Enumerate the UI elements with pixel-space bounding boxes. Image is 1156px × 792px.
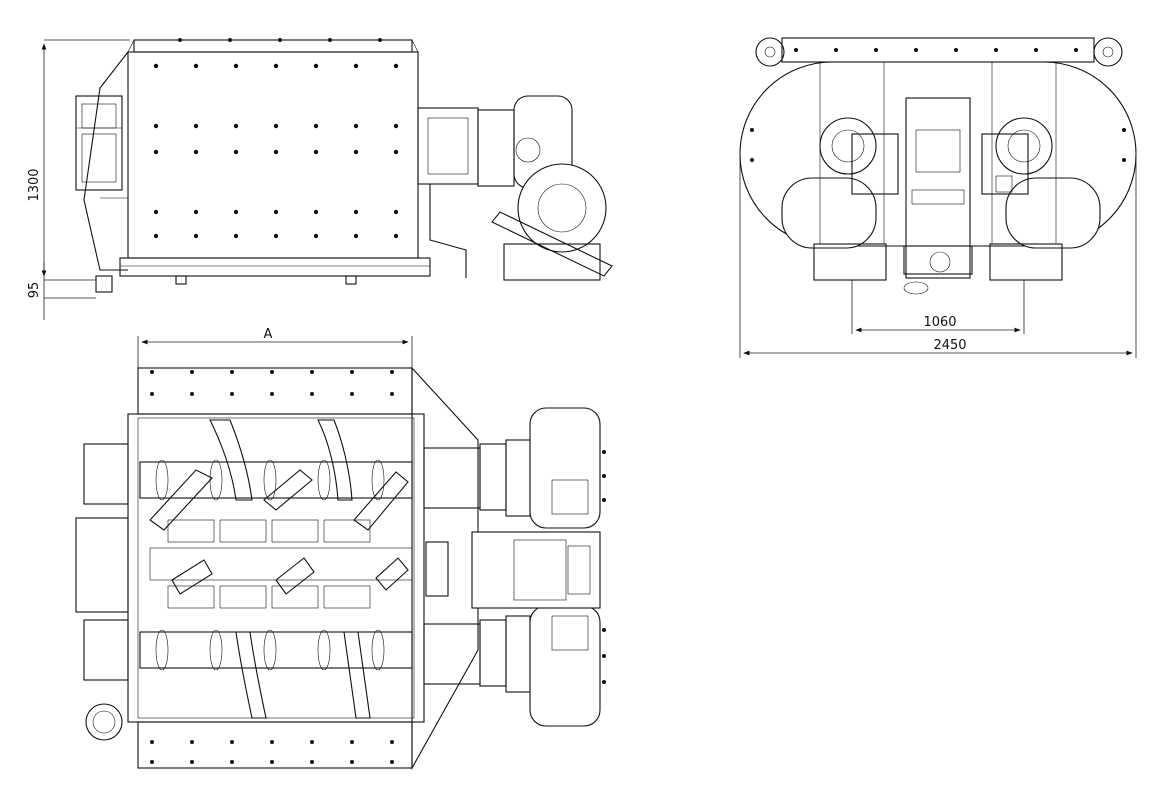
plan-left-unit-lower [83,619,129,681]
side-motor [517,163,607,253]
plan-bottom-end-plate [137,721,413,769]
plan-top-end-plate [137,367,413,415]
front-elevation-view: 1060 2450 [739,37,1137,358]
dim-label-1300: 1300 [27,168,42,201]
dim-label-A: A [264,327,273,342]
plan-cable-reel [85,703,123,741]
plan-motor-upper [529,407,601,529]
side-gearbox [417,107,479,185]
dim-label-2450: 2450 [933,338,966,353]
side-bolt-pattern [153,38,399,239]
front-bolt-pattern [750,48,1126,162]
front-central-gearbox [905,97,971,279]
dim-label-1060: 1060 [923,315,956,330]
front-right-cylinder [1005,177,1101,249]
front-left-cylinder [781,177,877,249]
side-elevation-view: 1300 95 [27,38,613,320]
plan-mixing-trough [127,413,425,723]
plan-upper-shaft [139,461,413,499]
plan-left-unit-middle [75,517,129,613]
dim-label-95: 95 [27,282,42,299]
plan-lower-shaft [139,631,413,669]
side-tank-body [127,51,419,259]
side-base-frame [119,257,431,277]
plan-central-gearbox [471,531,601,609]
plan-left-unit-upper [83,443,129,505]
plan-motor-lower [529,605,601,727]
plan-bolt-pattern [150,370,606,764]
top-plan-view: A [75,327,606,771]
side-control-unit [75,95,123,191]
